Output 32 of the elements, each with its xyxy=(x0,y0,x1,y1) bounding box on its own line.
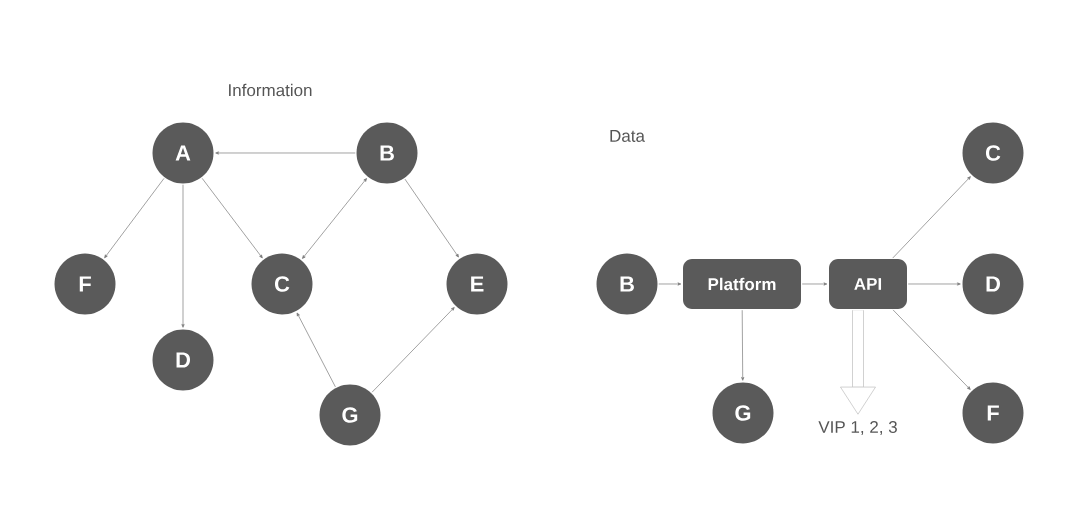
circle-node: A xyxy=(152,122,214,184)
arrow xyxy=(104,178,165,259)
arrow xyxy=(892,309,971,390)
circle-node: C xyxy=(251,253,313,315)
arrow xyxy=(741,309,745,381)
vip-label: VIP 1, 2, 3 xyxy=(818,420,897,435)
arrow xyxy=(181,184,185,328)
section-heading: Data xyxy=(610,130,645,142)
arrow xyxy=(404,178,459,258)
arrow xyxy=(892,176,971,259)
circle-node: E xyxy=(446,253,508,315)
arrow xyxy=(371,307,455,393)
circle-node: F xyxy=(54,253,116,315)
arrow xyxy=(296,312,336,388)
circle-node: G xyxy=(319,384,381,446)
process-box: Platform xyxy=(683,259,801,309)
arrow xyxy=(907,282,961,286)
section-heading: Information xyxy=(229,83,312,97)
circle-node: G xyxy=(712,382,774,444)
circle-node: D xyxy=(152,329,214,391)
process-box: API xyxy=(829,259,907,309)
circle-node: F xyxy=(962,382,1024,444)
circle-node: D xyxy=(962,253,1024,315)
circle-node: C xyxy=(962,122,1024,184)
arrow xyxy=(658,282,682,286)
arrow xyxy=(302,178,367,259)
arrow xyxy=(801,282,828,286)
arrow xyxy=(201,177,263,259)
arrow xyxy=(215,151,356,155)
circle-node: B xyxy=(596,253,658,315)
arrow xyxy=(840,310,876,415)
circle-node: B xyxy=(356,122,418,184)
